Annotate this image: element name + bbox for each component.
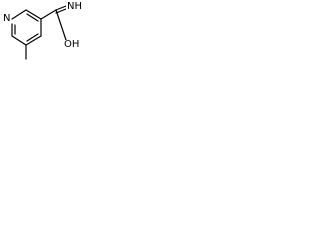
ring-bond-c4-c5-inner [26, 33, 39, 42]
ring-bond-c2-c3 [25, 9, 42, 20]
ring-bond-c5-c6 [11, 35, 27, 46]
imine-double-bond-outer [55, 5, 67, 11]
imine-double-bond-inner [55, 8, 67, 14]
hydroxyl-oh-label: OH [63, 39, 81, 50]
imine-nh-label: NH [66, 1, 83, 12]
structure-bonds [11, 5, 67, 60]
ring-nitrogen-label: N [2, 13, 12, 24]
chemical-structure-canvas: N NH OH [0, 0, 93, 60]
ring-bond-n-c2 [11, 9, 27, 20]
bond-ring-to-carbon [40, 9, 57, 20]
bond-carbon-to-oh [55, 9, 67, 41]
ring-bond-c4-c5 [25, 35, 42, 46]
ring-bond-c2-c3-inner [26, 13, 39, 22]
